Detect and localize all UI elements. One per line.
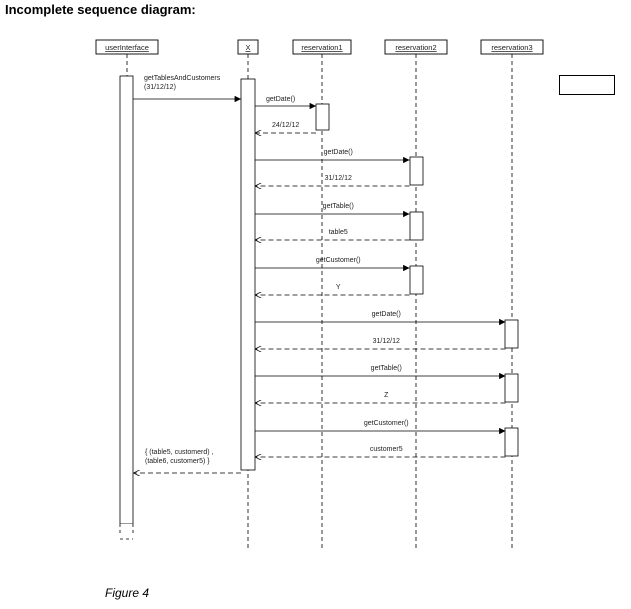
object-r1: reservation1 (292, 39, 352, 55)
object-name: reservation3 (491, 43, 532, 52)
object-x: X (237, 39, 259, 55)
activation-bar-r3 (504, 319, 519, 349)
object-box (384, 39, 448, 55)
object-box (237, 39, 259, 55)
object-name: reservation1 (301, 43, 342, 52)
return-message-2: 24/12/12 (255, 122, 316, 133)
call-message-11: getTable() (255, 365, 506, 380)
call-message-13: getCustomer() (255, 420, 506, 435)
activation-bar-r3 (504, 373, 519, 403)
message-label: (table6, customer5) } (145, 458, 210, 465)
return-message-10: 31/12/12 (255, 338, 506, 349)
return-message-6: table5 (255, 229, 410, 240)
message-label: 31/12/12 (325, 175, 352, 182)
call-message-0: getTablesAndCustomers (31/12/12) (133, 75, 241, 103)
message-label: getCustomer() (364, 420, 409, 427)
message-label: getTable() (371, 365, 402, 372)
message-label: getDate() (372, 311, 401, 318)
message-label: 24/12/12 (272, 122, 299, 129)
message-label: table5 (329, 229, 348, 236)
message-label: Y (336, 284, 341, 291)
object-name: reservation2 (395, 43, 436, 52)
object-box (480, 39, 544, 55)
call-message-9: getDate() (255, 311, 506, 326)
activation-bar-r2 (409, 211, 424, 241)
call-message-1: getDate() (255, 96, 316, 110)
object-box (95, 39, 159, 55)
activation-bar-r1 (315, 103, 330, 131)
object-ui: userInterface (95, 39, 159, 55)
object-r2: reservation2 (384, 39, 448, 55)
return-message-8: Y (255, 284, 410, 295)
activation-bar-r2 (409, 265, 424, 295)
message-label: getTable() (323, 203, 354, 210)
message-label: getTablesAndCustomers (144, 75, 221, 82)
message-label: customer5 (370, 446, 403, 453)
return-message-15: { (table5, customerd) , (table6, customer… (133, 449, 241, 473)
object-name: userInterface (105, 43, 149, 52)
message-label: getCustomer() (316, 257, 361, 264)
message-label: (31/12/12) (144, 84, 176, 91)
message-label: 31/12/12 (373, 338, 400, 345)
answer-box (559, 75, 615, 95)
activation-bar-ui (119, 75, 134, 525)
object-box (292, 39, 352, 55)
object-r3: reservation3 (480, 39, 544, 55)
call-message-7: getCustomer() (255, 257, 410, 272)
message-label: { (table5, customerd) , (145, 449, 214, 456)
figure-caption: Figure 4 (105, 586, 150, 600)
message-label: getDate() (324, 149, 353, 156)
activation-bar-r2 (409, 156, 424, 186)
return-message-14: customer5 (255, 446, 506, 457)
activation-bar-x (240, 78, 256, 471)
return-message-4: 31/12/12 (255, 175, 410, 186)
lifeline-gap (119, 524, 134, 548)
message-label: Z (384, 392, 389, 399)
return-message-12: Z (255, 392, 506, 403)
activation-bar-r3 (504, 427, 519, 457)
diagram-heading: Incomplete sequence diagram: (5, 2, 196, 17)
call-message-3: getDate() (255, 149, 410, 164)
message-label: getDate() (266, 96, 295, 103)
call-message-5: getTable() (255, 203, 410, 218)
object-name: X (245, 43, 250, 52)
